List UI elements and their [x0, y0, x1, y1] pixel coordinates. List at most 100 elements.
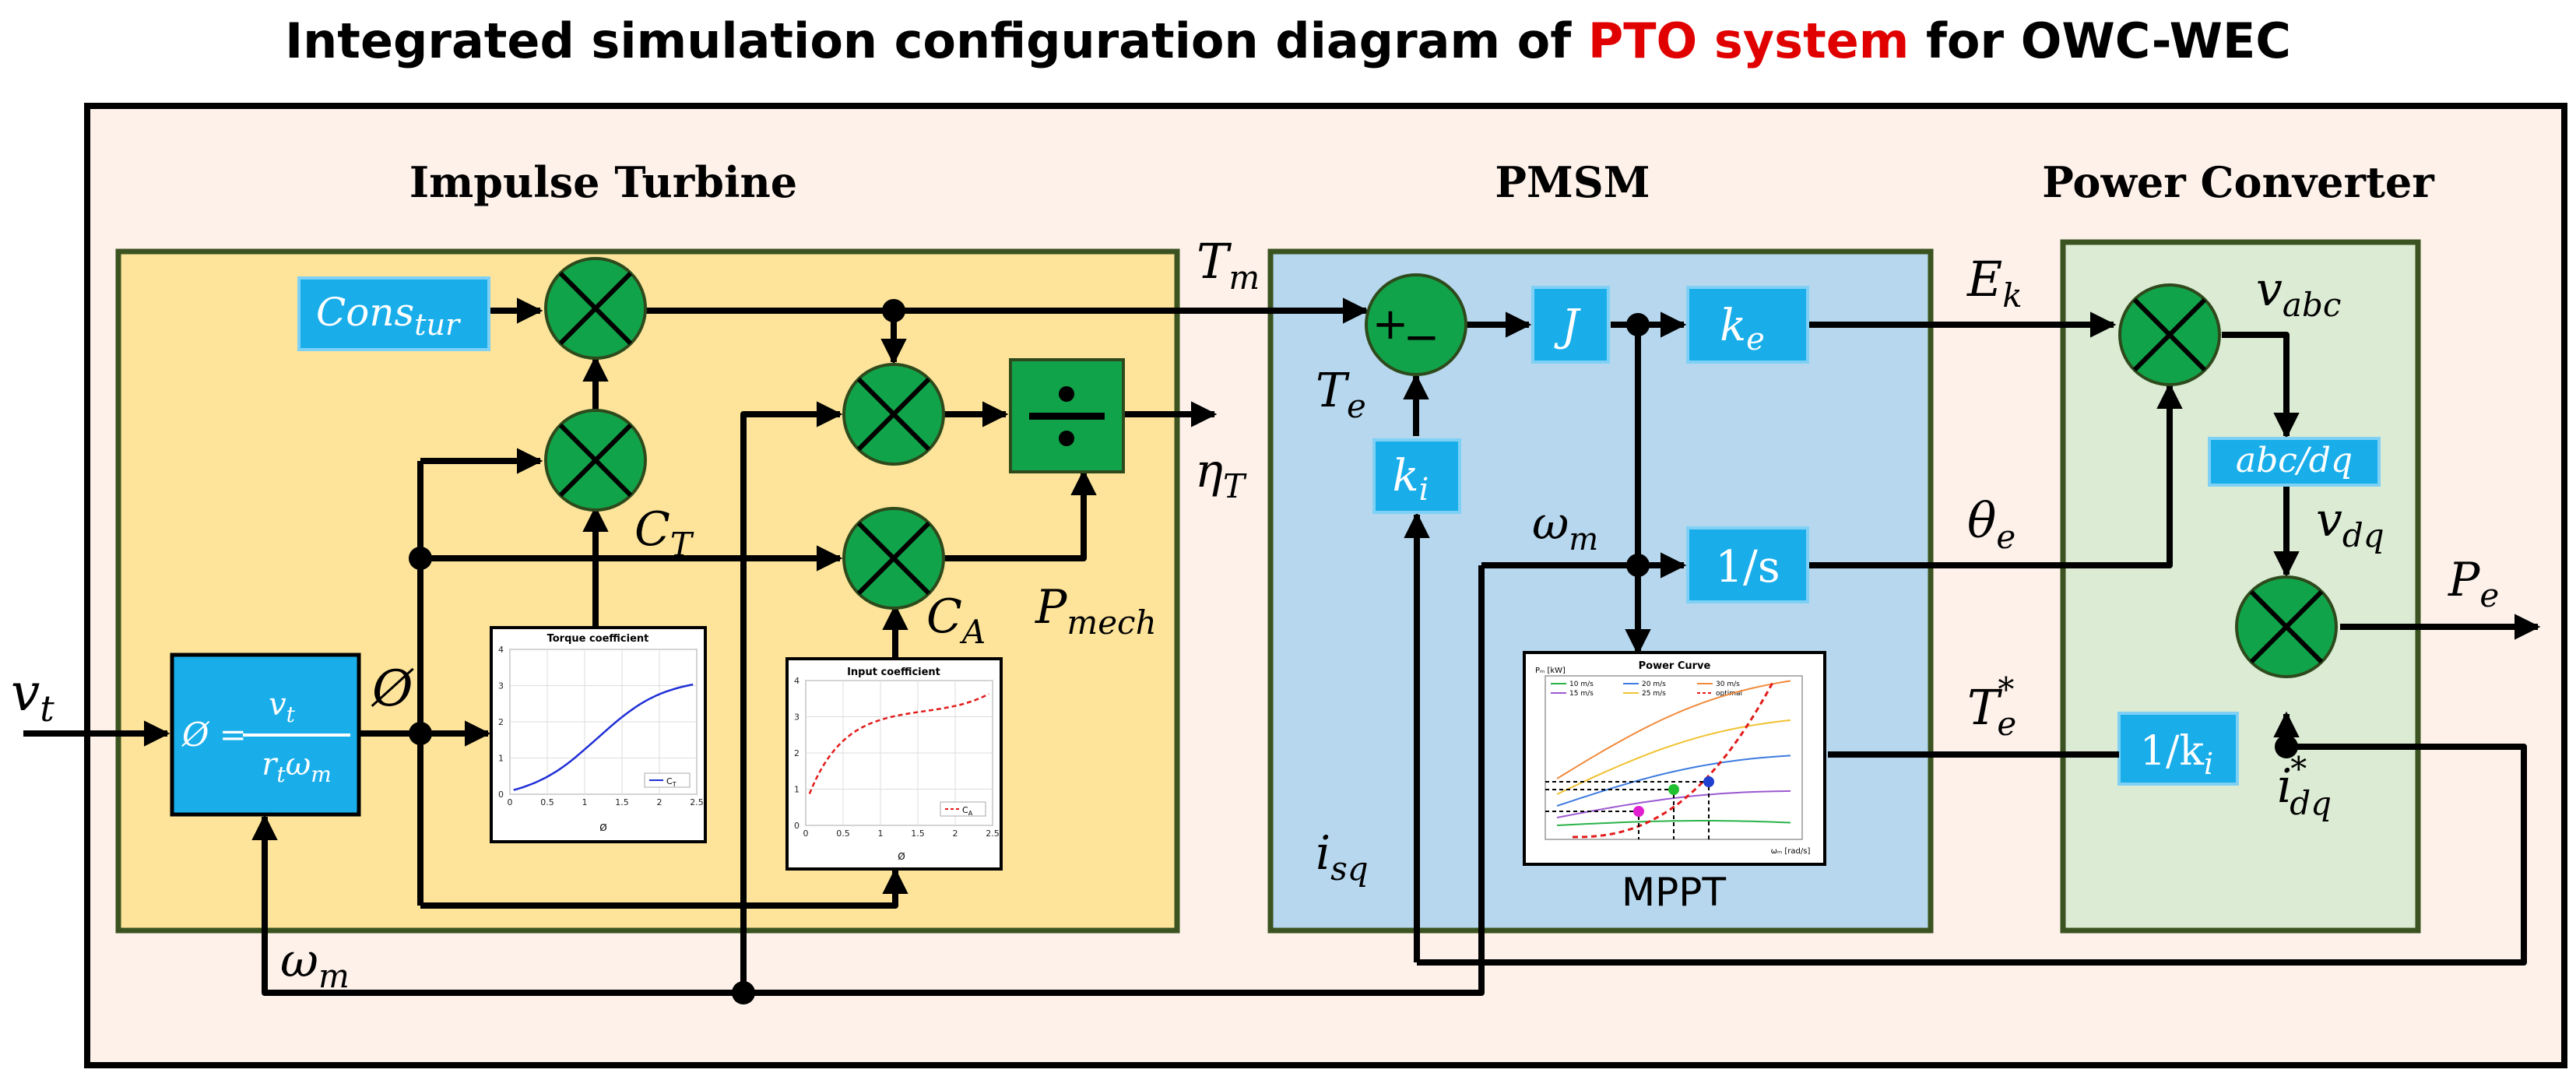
phi-formula-block: Ø = vt rtωm — [170, 653, 361, 817]
phi-den: r — [262, 747, 279, 783]
junction-dots — [409, 299, 2298, 1004]
input-xtick: 2 — [953, 828, 958, 839]
integrator-label: 1/s — [1715, 542, 1780, 593]
torque-ytick: 3 — [498, 681, 504, 691]
input-legend: C — [962, 805, 968, 815]
power-legend-item: 15 m/s — [1569, 690, 1594, 698]
multiplier-ct — [544, 409, 647, 512]
torque-xlabel: Ø — [599, 822, 606, 833]
input-ytick: 1 — [794, 785, 800, 795]
svg-text:ki: ki — [1393, 451, 1429, 508]
svg-text:1/ki: 1/ki — [2140, 728, 2213, 781]
torque-ytick: 4 — [498, 645, 504, 655]
label-te-star: T*e — [1967, 670, 2016, 743]
inv-ki-block: 1/ki — [2117, 712, 2239, 786]
multiplier-pe — [2235, 575, 2338, 678]
power-curve-line — [1556, 820, 1791, 826]
input-ytick: 3 — [794, 712, 800, 723]
torque-ytick: 0 — [498, 790, 504, 800]
title-prefix: Integrated simulation configuration diag… — [285, 12, 1588, 69]
multiplier-pmech-num — [842, 363, 945, 466]
sum-minus: − — [1404, 312, 1440, 363]
power-optimal-curve — [1572, 681, 1775, 839]
label-mppt: MPPT — [1622, 870, 1726, 915]
turbine-title: Impulse Turbine — [409, 157, 797, 207]
ke-base: k — [1720, 301, 1746, 351]
inv-ki-sub: i — [2204, 747, 2213, 781]
multiplier-ca — [842, 507, 945, 610]
torque-xtick: 2.5 — [690, 797, 704, 807]
input-xtick: 0 — [803, 828, 809, 839]
power-curve-chart: Power Curve Pₘ [kW] 10 m/s15 m/s20 m/s25… — [1523, 651, 1826, 866]
sum-plus: + — [1372, 299, 1409, 350]
input-xtick: 1.5 — [911, 828, 925, 839]
torque-chart-title: Torque coefficient — [547, 633, 649, 645]
label-te: Te — [1316, 364, 1366, 425]
diagram-title: Integrated simulation configuration diag… — [0, 0, 2576, 82]
input-xtick: 0.5 — [836, 828, 850, 839]
phi-lhs: Ø = — [181, 716, 247, 754]
power-curve-line — [1556, 719, 1791, 795]
input-xtick: 2.5 — [986, 828, 1000, 839]
power-chart-title: Power Curve — [1639, 660, 1711, 672]
input-legend-sub: A — [968, 810, 973, 817]
power-ylabel: Pₘ [kW] — [1535, 667, 1566, 675]
cons-base: Cons — [316, 290, 414, 335]
phi-num-sub: t — [286, 702, 296, 727]
divider-block — [1009, 358, 1125, 473]
ke-sub: e — [1746, 322, 1765, 357]
ke-block: ke — [1686, 286, 1809, 364]
ki-sub: i — [1419, 472, 1429, 508]
abc-dq-label: abc/dq — [2236, 441, 2353, 480]
label-theta-e: θe — [1967, 492, 2015, 556]
abc-dq-block: abc/dq — [2208, 437, 2381, 487]
phi-den2: ω — [286, 747, 311, 783]
torque-curve — [513, 683, 694, 791]
label-omega-m-bottom: ωm — [280, 934, 350, 995]
input-ytick: 0 — [794, 821, 800, 831]
label-isq: isq — [1316, 826, 1369, 888]
pmsm-title: PMSM — [1495, 157, 1650, 207]
label-ct: CT — [634, 502, 694, 564]
torque-xtick: 2 — [657, 797, 662, 807]
input-ytick: 4 — [794, 676, 800, 686]
integrator-block: 1/s — [1686, 526, 1809, 603]
phi-num: v — [269, 687, 286, 723]
summing-junction: + − — [1365, 273, 1467, 376]
j-block: J — [1531, 286, 1610, 364]
power-curve-line — [1556, 790, 1791, 818]
label-idq-star: i*dq — [2277, 750, 2332, 822]
input-xtick: 1 — [878, 828, 884, 839]
label-omega-m-pmsm: ωm — [1532, 497, 1598, 558]
power-legend-item: 20 m/s — [1642, 681, 1666, 688]
label-ca: CA — [926, 589, 986, 651]
power-curve-line — [1556, 755, 1791, 807]
multiplier-vabc — [2118, 283, 2221, 386]
label-vdq: vdq — [2316, 493, 2384, 554]
input-curve — [808, 693, 989, 794]
torque-xtick: 1.5 — [615, 797, 629, 807]
power-xlabel: ωₘ [rad/s] — [1771, 847, 1811, 856]
svg-text:ke: ke — [1720, 301, 1765, 357]
input-ytick: 2 — [794, 748, 800, 758]
torque-xtick: 0.5 — [540, 797, 554, 807]
inv-ki-pre: 1/k — [2140, 728, 2205, 775]
input-xlabel: Ø — [898, 851, 905, 862]
input-chart-title: Input coefficient — [847, 667, 940, 678]
label-vabc: vabc — [2256, 262, 2341, 324]
multiplier-tm — [544, 257, 647, 360]
phi-den2-sub: m — [311, 762, 332, 787]
svg-text:rtωm: rtωm — [262, 747, 332, 787]
torque-xtick: 1 — [582, 797, 588, 807]
label-tm: Tm — [1197, 233, 1260, 297]
power-legend-item: 30 m/s — [1716, 681, 1740, 688]
label-vt: vt — [11, 663, 54, 730]
torque-xtick: 0 — [508, 797, 513, 807]
ki-block: ki — [1372, 438, 1461, 514]
label-phi: Ø — [371, 660, 414, 718]
label-pmech: Pmech — [1035, 580, 1157, 642]
ki-base: k — [1393, 451, 1419, 501]
label-ek: Ek — [1966, 251, 2022, 315]
